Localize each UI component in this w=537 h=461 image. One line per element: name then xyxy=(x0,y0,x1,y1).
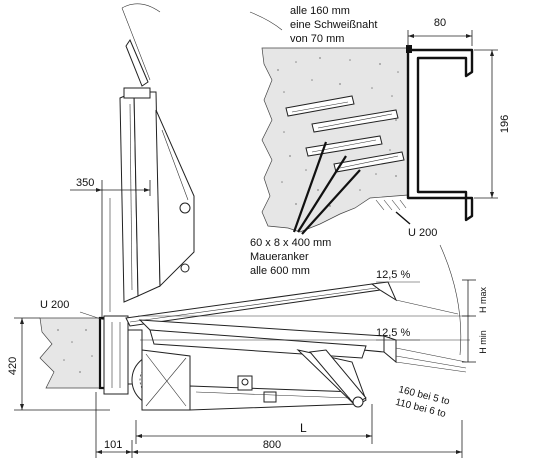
slope-lower-label: 12,5 % xyxy=(376,327,410,339)
detail-hatching xyxy=(375,199,407,211)
h-min-label: H min xyxy=(478,330,488,354)
slope-upper-label: 12,5 % xyxy=(376,269,410,281)
dim-80: 80 xyxy=(407,17,473,46)
underframe xyxy=(189,349,367,411)
h-max-label: H max xyxy=(478,287,488,314)
dim-350: 350 xyxy=(70,177,151,320)
u200-main-label: U 200 xyxy=(40,299,69,311)
dim-420-text: 420 xyxy=(7,357,19,375)
construction-arcs xyxy=(121,3,462,356)
weld-note-line1: alle 160 mm xyxy=(290,5,350,17)
anchor-note-line1: 60 x 8 x 400 mm xyxy=(250,237,331,249)
pit-concrete xyxy=(39,317,101,389)
weld-note-line2: eine Schweißnaht xyxy=(290,19,377,31)
anchor-note-line2: Maueranker xyxy=(250,251,309,263)
dim-196-text: 196 xyxy=(499,115,511,133)
dim-L: L xyxy=(135,404,373,444)
detail-concrete-wall xyxy=(261,47,409,233)
load-note: 160 bei 5 to 110 bei 6 to xyxy=(394,384,451,420)
dim-196: 196 xyxy=(474,49,511,199)
dim-101-text: 101 xyxy=(104,439,122,451)
raised-lip-assembly xyxy=(109,38,195,312)
dim-h-max-min: H max H min xyxy=(462,279,488,363)
detail-u200-channel xyxy=(406,48,474,222)
dim-350-text: 350 xyxy=(76,177,94,189)
rear-frame-assembly xyxy=(103,315,191,411)
detail-wall-section xyxy=(261,45,474,233)
weld-note: alle 160 mm eine Schweißnaht von 70 mm xyxy=(290,5,377,45)
anchor-leaders xyxy=(292,141,411,235)
dim-101-800: 101 800 xyxy=(95,392,463,458)
dim-420: 420 xyxy=(7,317,110,411)
detail-wall-anchors xyxy=(285,95,405,173)
deck-raised xyxy=(125,281,470,327)
dim-L-text: L xyxy=(300,421,307,435)
dim-800-text: 800 xyxy=(263,439,281,451)
weld-note-line3: von 70 mm xyxy=(290,33,344,45)
dim-80-text: 80 xyxy=(434,17,446,29)
u200-detail-label: U 200 xyxy=(408,227,437,239)
anchor-note-line3: alle 600 mm xyxy=(250,265,310,277)
detail-concrete-texture xyxy=(277,57,399,207)
anchor-note: 60 x 8 x 400 mm Maueranker alle 600 mm xyxy=(250,237,331,277)
weld-mark xyxy=(406,45,412,53)
